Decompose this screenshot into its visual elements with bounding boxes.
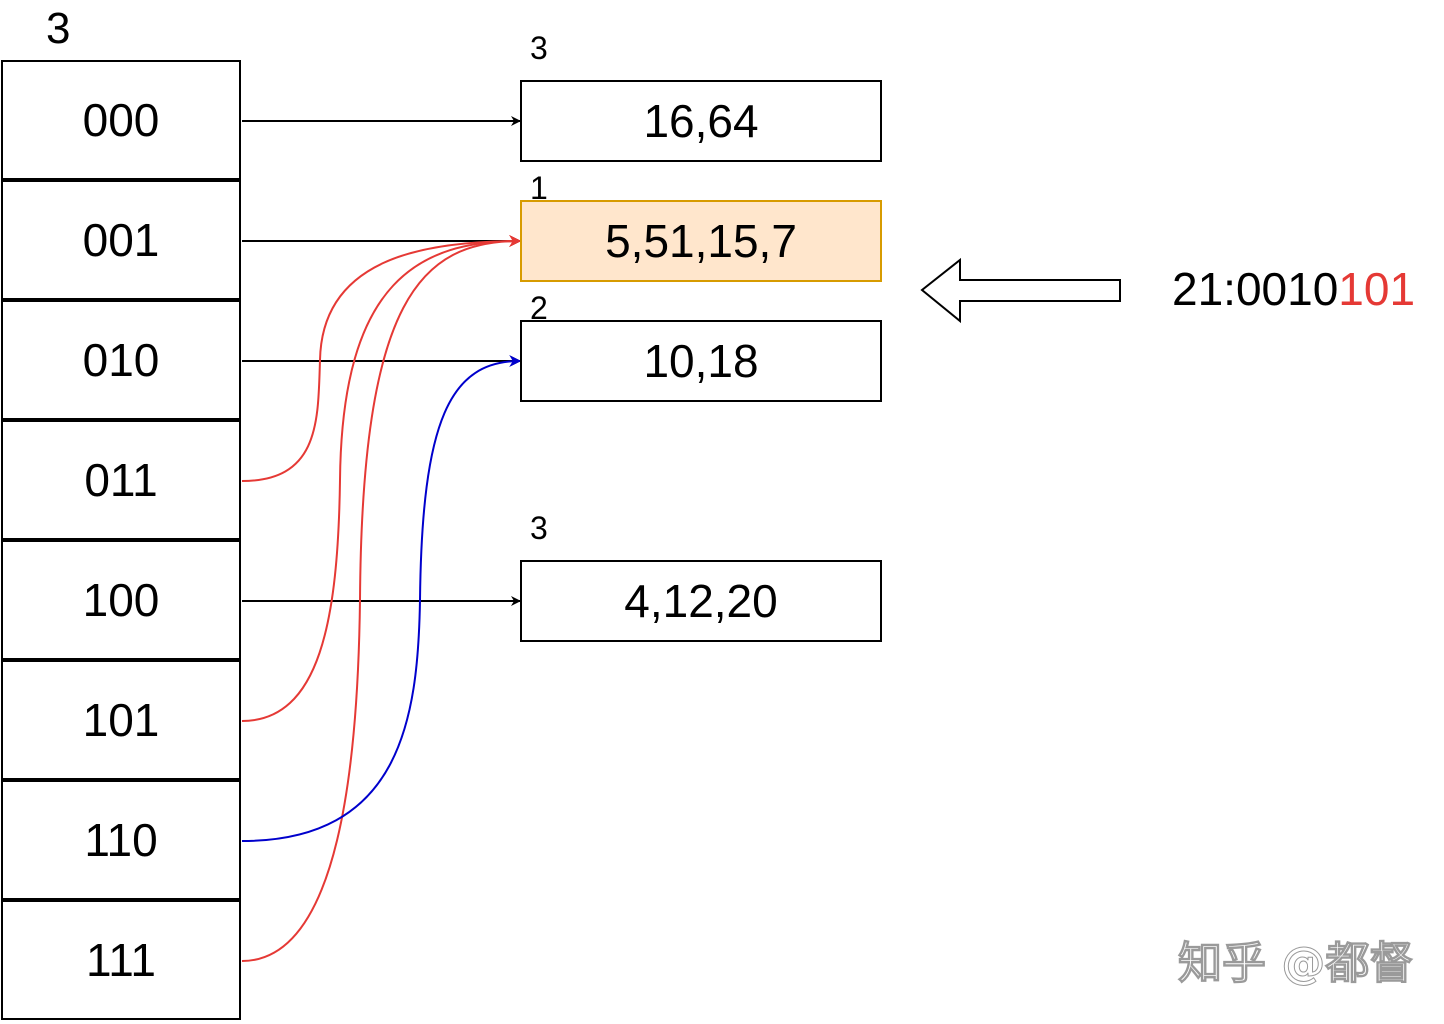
link-011-to-bucket-1 <box>241 235 522 482</box>
link-110-to-bucket-2 <box>241 355 522 842</box>
watermark: 知乎 @都督 <box>1177 938 1414 990</box>
link-101-to-bucket-1 <box>241 235 522 722</box>
bucket-0-local-depth: 3 <box>530 30 548 66</box>
global-depth-label: 3 <box>46 4 71 53</box>
link-111-to-bucket-1 <box>241 235 522 962</box>
bucket-1-highlighted: 5,51,15,7 <box>520 200 882 282</box>
directory-entry-010: 010 <box>1 300 241 420</box>
bucket-0: 16,64 <box>520 80 882 162</box>
insert-arrow-icon <box>920 257 1121 324</box>
bucket-1-local-depth: 1 <box>530 170 548 206</box>
directory-entry-000: 000 <box>1 60 241 180</box>
bucket-2-local-depth: 2 <box>530 290 548 326</box>
directory-entry-001: 001 <box>1 180 241 300</box>
directory-entry-111: 111 <box>1 900 241 1020</box>
directory-entry-101: 101 <box>1 660 241 780</box>
insert-key-suffix: 101 <box>1338 263 1416 315</box>
bucket-3: 4,12,20 <box>520 560 882 642</box>
directory-entry-011: 011 <box>1 420 241 540</box>
bucket-2: 10,18 <box>520 320 882 402</box>
insert-key-label: 21:0010101 <box>1172 262 1415 316</box>
insert-key-prefix: 21:0010 <box>1172 263 1339 315</box>
bucket-3-local-depth: 3 <box>530 510 548 546</box>
directory-entry-110: 110 <box>1 780 241 900</box>
directory-entry-100: 100 <box>1 540 241 660</box>
